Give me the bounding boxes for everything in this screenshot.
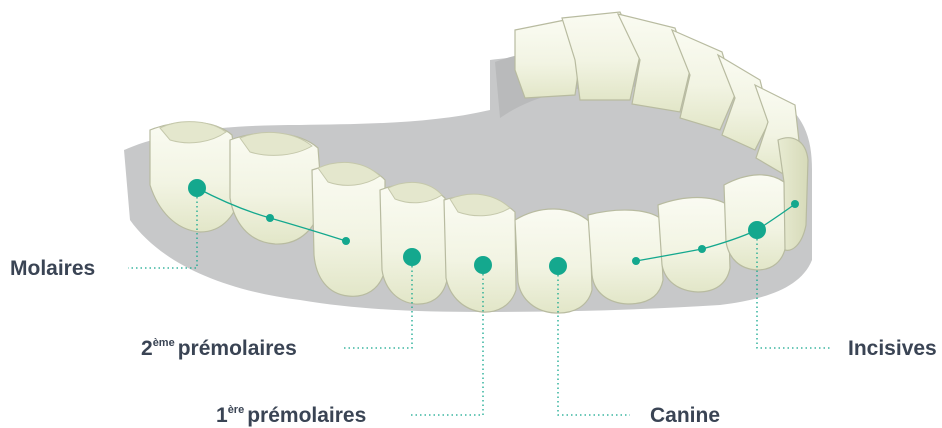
label-incisives: Incisives — [848, 338, 937, 359]
label-premolaires-1-prefix: 1 — [216, 404, 228, 427]
marker-canine — [549, 257, 567, 275]
marker-incisives-small-3 — [791, 200, 799, 208]
label-premolaires-2-sup: ème — [153, 337, 175, 349]
marker-molaires-large — [188, 179, 206, 197]
label-premolaires-2-prefix: 2 — [141, 337, 153, 360]
label-molaires: Molaires — [10, 258, 95, 279]
marker-molaires-small-1 — [266, 214, 274, 222]
marker-molaires-small-2 — [342, 237, 350, 245]
label-premolaires-2-text: prémolaires — [178, 337, 297, 360]
marker-incisives-small-2 — [698, 245, 706, 253]
label-canine: Canine — [650, 405, 720, 426]
marker-incisives-small-1 — [632, 257, 640, 265]
label-premolaires-1-text: prémolaires — [247, 404, 366, 427]
marker-incisives-large — [748, 221, 766, 239]
label-molaires-text: Molaires — [10, 257, 95, 280]
label-incisives-text: Incisives — [848, 337, 937, 360]
label-canine-text: Canine — [650, 404, 720, 427]
label-premolaires-1-sup: ère — [228, 404, 245, 416]
marker-premolaires2 — [403, 248, 421, 266]
marker-premolaires1 — [474, 256, 492, 274]
